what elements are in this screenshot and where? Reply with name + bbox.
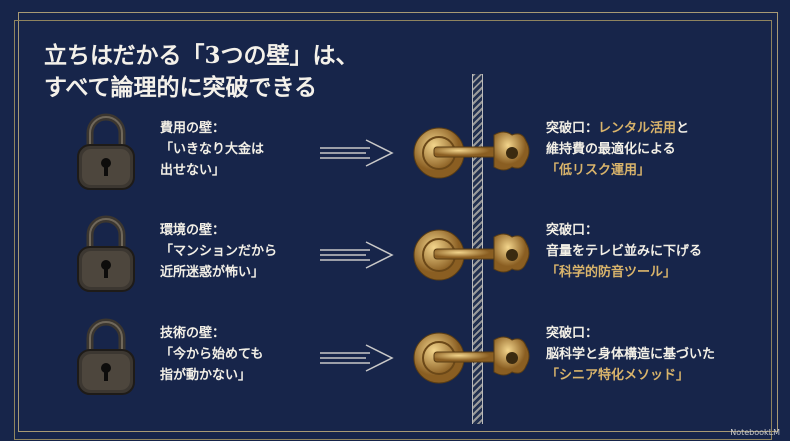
frame-outer — [18, 12, 778, 432]
barrier-label: 費用の壁： — [160, 121, 226, 136]
key-icon — [413, 229, 530, 281]
page-title: 立ちはだかる「3つの壁」は、 すべて論理的に突破できる — [44, 40, 359, 104]
solution-highlight-quote: 「低リスク運用」 — [546, 163, 651, 178]
solution-highlight-quote: 「科学的防音ツール」 — [546, 265, 677, 280]
arrow-right-icon — [320, 139, 394, 167]
solution-line-2: 維持費の最適化による — [546, 142, 676, 157]
solution-prefix: 突破口： — [546, 121, 599, 136]
barrier-quote-line-1: 「今から始めても — [160, 347, 264, 362]
barrier-row: 技術の壁： 「今から始めても 指が動かない」 突破口： 脳科学と身体構造に基づい… — [0, 313, 790, 403]
barrier-label: 技術の壁： — [160, 326, 226, 341]
padlock-icon — [77, 215, 135, 292]
barrier-quote-line-1: 「いきなり大金は — [160, 142, 265, 157]
solution-text: 突破口： 脳科学と身体構造に基づいた 「シニア特化メソッド」 — [546, 323, 715, 386]
barrier-text: 技術の壁： 「今から始めても 指が動かない」 — [160, 323, 263, 386]
key-icon — [413, 332, 530, 384]
watermark: NotebookLM — [730, 428, 780, 437]
padlock-icon — [77, 318, 135, 395]
barrier-label: 環境の壁： — [160, 223, 226, 238]
barrier-row: 費用の壁： 「いきなり大金は 出せない」 突破口：レンタル活用と 維持費の最適化… — [0, 108, 790, 198]
barrier-quote-line-1: 「マンションだから — [160, 244, 278, 259]
solution-text: 突破口： 音量をテレビ並みに下げる 「科学的防音ツール」 — [546, 220, 702, 283]
arrow-right-icon — [320, 241, 394, 269]
solution-prefix: 突破口： — [546, 326, 599, 341]
barrier-quote-line-2: 指が動かない」 — [160, 368, 252, 383]
title-line-2: すべて論理的に突破できる — [44, 74, 318, 101]
frame-inner — [14, 20, 772, 440]
barrier-text: 環境の壁： 「マンションだから 近所迷惑が怖い」 — [160, 220, 277, 283]
barrier-text: 費用の壁： 「いきなり大金は 出せない」 — [160, 118, 264, 181]
solution-highlight: レンタル活用 — [598, 121, 677, 136]
barrier-quote-line-2: 出せない」 — [160, 163, 226, 178]
solution-connector: と — [676, 121, 690, 136]
solution-highlight-quote: 「シニア特化メソッド」 — [546, 368, 690, 383]
key-icon — [413, 127, 530, 179]
solution-line-2: 音量をテレビ並みに下げる — [546, 244, 703, 259]
barrier-quote-line-2: 近所迷惑が怖い」 — [160, 265, 265, 280]
title-line-1: 立ちはだかる「3つの壁」は、 — [44, 42, 359, 69]
solution-line-2: 脳科学と身体構造に基づいた — [546, 347, 716, 362]
barrier-row: 環境の壁： 「マンションだから 近所迷惑が怖い」 突破口： 音量をテレビ並みに下… — [0, 210, 790, 300]
solution-text: 突破口：レンタル活用と 維持費の最適化による 「低リスク運用」 — [546, 118, 689, 181]
padlock-icon — [77, 113, 135, 190]
arrow-right-icon — [320, 344, 394, 372]
solution-prefix: 突破口： — [546, 223, 599, 238]
